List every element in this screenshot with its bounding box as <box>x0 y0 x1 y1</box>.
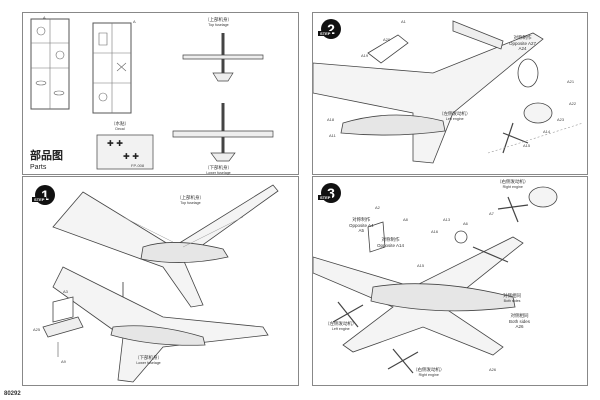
step1-number: 1 <box>35 185 55 205</box>
step3-number: 3 <box>321 183 341 203</box>
step2-tag: A23 <box>557 117 565 122</box>
step1-lower-fuselage-label: （下部机身） Lower fuselage <box>135 355 162 365</box>
step2-panel: 2 STEP （左侧发动机） Left engine 对称制作 Opposite… <box>312 12 588 175</box>
step3-illustration <box>313 186 558 374</box>
step3-tag: A2 <box>375 205 380 210</box>
step1-badge: 1 STEP <box>32 185 55 205</box>
step2-tag: A11 <box>329 133 336 138</box>
step3-tag: A13 <box>443 217 451 222</box>
step2-tag: A22 <box>569 101 577 106</box>
step3-opposite-a14: 对称制作 Opposite A14 <box>377 237 405 248</box>
step1-tag: A9 <box>61 359 66 364</box>
step3-tag: A8 <box>403 217 408 222</box>
step3-word: STEP <box>318 195 333 200</box>
decal-label: （水贴） Decal <box>111 121 129 131</box>
step2-badge: 2 STEP <box>318 19 341 39</box>
step1-illustration <box>42 184 279 383</box>
step2-number: 2 <box>321 19 341 39</box>
step2-opposite-note: 对称制作 Opposite A27 A24 <box>509 35 537 51</box>
step2-tag: A18 <box>327 117 335 122</box>
top-fuselage-label: （上部机身） Top fuselage <box>205 17 232 27</box>
step1-tag: A3 <box>63 289 68 294</box>
step3-both-sides-label: 对侧相同 Both sides <box>503 293 521 303</box>
step2-tag: A1 <box>401 19 406 24</box>
step3-badge: 3 STEP <box>318 183 341 203</box>
document-id: 80292 <box>4 391 21 397</box>
step3-opposite-a4: 对称制作 Opposite A4 A5 <box>349 217 374 233</box>
step1-top-fuselage-label: （上部机身） Top fuselage <box>177 195 204 205</box>
step3-tag: A16 <box>431 229 439 234</box>
step3-panel: 3 STEP （右侧发动机） Right engine （左侧发动机） Left… <box>312 176 588 386</box>
svg-text:✚ ✚: ✚ ✚ <box>107 139 123 148</box>
step3-left-engine-label: （左侧发动机） Left engine <box>325 321 357 331</box>
step1-panel: 1 STEP （上部机身） Top fuselage （下部机身） Lower … <box>22 176 299 386</box>
sprue-a-label: A <box>43 15 46 20</box>
step3-right-engine2-label: （右侧发动机） Right engine <box>413 367 445 377</box>
parts-title: 部品图 Parts <box>30 150 63 171</box>
step2-illustration <box>313 20 584 164</box>
step2-tag: A19 <box>361 53 369 58</box>
step2-tag: A20 <box>383 37 391 42</box>
parts-illustration: ✚ ✚ ✚ ✚ <box>30 18 274 170</box>
svg-text:✚ ✚: ✚ ✚ <box>123 152 139 161</box>
step2-left-engine-label: （左侧发动机） Left engine <box>439 111 471 121</box>
step1-tag: A25 <box>33 327 41 332</box>
step3-tag: A7 <box>489 211 494 216</box>
step2-tag: A15 <box>523 143 531 148</box>
step2-tag: A21 <box>567 79 575 84</box>
step2-tag: A14 <box>543 129 551 134</box>
step3-tag: A6 <box>463 221 468 226</box>
step3-right-engine-label: （右侧发动机） Right engine <box>497 179 529 189</box>
lower-fuselage-label: （下部机身） Lower fuselage <box>205 165 232 175</box>
step3-tag: A26 <box>489 367 497 372</box>
decal-code: FP-008 <box>131 163 145 168</box>
parts-panel: ✚ ✚ ✚ ✚ A A （上部机身） Top fuselage （水贴） Dec… <box>22 12 299 175</box>
sprue-b-label: A <box>133 19 136 24</box>
step2-word: STEP <box>318 31 333 36</box>
step3-both-sides-a26: 对侧相同 Both sides A26 <box>509 313 531 329</box>
step3-tag: A15 <box>417 263 425 268</box>
step1-word: STEP <box>32 197 47 202</box>
